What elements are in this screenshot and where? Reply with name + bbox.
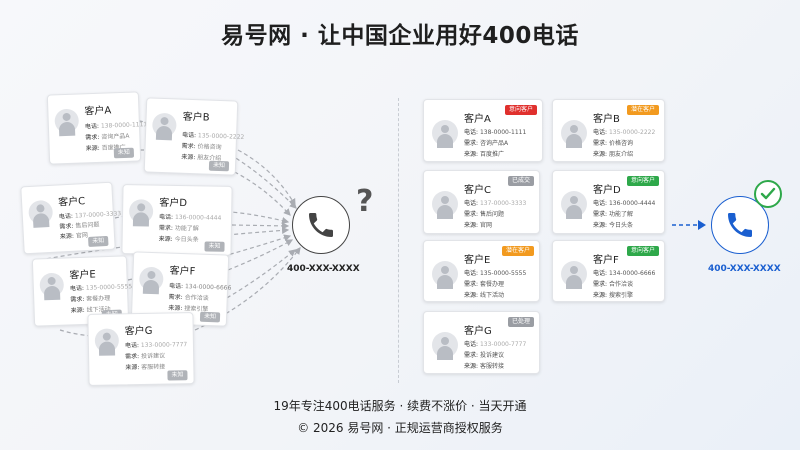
status-badge: 未知	[208, 160, 230, 172]
avatar-icon	[432, 261, 458, 289]
phone-number-left: 400-XXX-XXXX	[287, 264, 360, 274]
status-badge: 未知	[88, 235, 109, 247]
customer-name: 客户A	[84, 105, 112, 118]
status-badge: 意向客户	[504, 105, 537, 115]
customer-name: 客户F	[593, 255, 619, 266]
arrow-extra-3	[39, 226, 290, 261]
avatar-icon	[561, 261, 587, 289]
customer-name: 客户C	[57, 196, 86, 209]
check-icon	[754, 180, 782, 208]
customer-name: 客户B	[593, 114, 620, 125]
avatar-icon	[432, 191, 458, 219]
right-card-c: 客户C 电话: 137-0000-3333 需求: 售后问题 来源: 官网 已成…	[423, 170, 540, 234]
right-card-g: 客户G 电话: 133-0000-7777 需求: 投诉建议 来源: 客服转接 …	[423, 311, 540, 374]
arrow-b	[237, 149, 296, 207]
customer-name: 客户E	[464, 255, 491, 266]
customer-name: 客户G	[124, 325, 153, 338]
left-card-d: 客户D 电话: 136-0000-4444 需求: 功能了解 来源: 今日头条 …	[121, 184, 233, 256]
footer-tagline: 19年专注400电话服务 · 续费不涨价 · 当天开通	[273, 399, 527, 413]
avatar-icon	[432, 332, 458, 360]
avatar-icon	[561, 120, 587, 148]
status-badge: 潜在客户	[501, 246, 534, 256]
customer-name: 客户G	[464, 326, 492, 337]
status-badge: 未知	[199, 311, 221, 323]
phone-number-right: 400-XXX-XXXX	[708, 264, 781, 274]
arrow-right-icon	[672, 220, 706, 230]
center-divider	[398, 98, 399, 383]
customer-name: 客户E	[69, 269, 96, 282]
status-badge: 意向客户	[626, 176, 659, 186]
avatar-icon	[54, 108, 80, 134]
customer-name: 客户D	[593, 185, 621, 196]
left-card-g: 客户G 电话: 133-0000-7777 需求: 投诉建议 来源: 客服转接 …	[87, 312, 195, 386]
left-card-a: 客户A 电话: 138-0000-1111 需求: 咨询产品A 来源: 百度推广…	[46, 91, 147, 165]
arrow-e	[127, 234, 292, 281]
right-card-f: 客户F 电话: 134-0000-6666 需求: 合作洽谈 来源: 搜索引擎 …	[552, 240, 665, 302]
footer-copyright: © 2026 易号网 · 正规运营商授权服务	[297, 421, 503, 435]
avatar-icon	[128, 199, 154, 224]
customer-name: 客户F	[169, 265, 196, 278]
right-card-a: 客户A 电话: 138-0000-1111 需求: 咨询产品A 来源: 百度推广…	[423, 99, 543, 162]
phone-icon	[292, 196, 350, 254]
right-card-d: 客户D 电话: 136-0000-4444 需求: 功能了解 来源: 今日头条 …	[552, 170, 665, 234]
avatar-icon	[94, 328, 120, 353]
page-title: 易号网 · 让中国企业用好400电话	[221, 23, 579, 49]
avatar-icon	[39, 272, 65, 298]
avatar-icon	[561, 191, 587, 219]
status-badge: 已成交	[507, 176, 534, 186]
status-badge: 意向客户	[626, 246, 659, 256]
customer-name: 客户B	[182, 111, 210, 124]
arrow-d	[231, 222, 290, 230]
avatar-icon	[28, 199, 54, 226]
left-card-b: 客户B 电话: 135-0000-2222 需求: 价格咨询 来源: 朋友介绍 …	[143, 97, 244, 176]
customer-name: 客户D	[159, 197, 188, 210]
customer-name: 客户A	[464, 114, 491, 125]
status-badge: 潜在客户	[626, 105, 659, 115]
avatar-icon	[432, 120, 458, 148]
status-badge: 未知	[113, 147, 135, 159]
status-badge: 未知	[167, 370, 188, 381]
status-badge: 未知	[204, 241, 225, 252]
arrow-f	[227, 239, 294, 271]
status-badge: 已处理	[507, 317, 534, 327]
right-card-e: 客户E 电话: 135-0000-5555 需求: 套餐办理 来源: 线下活动 …	[423, 240, 540, 302]
avatar-icon	[138, 266, 164, 292]
avatar-icon	[151, 112, 177, 138]
customer-name: 客户C	[464, 185, 491, 196]
question-mark-icon: ?	[356, 184, 374, 219]
left-card-c: 客户C 电话: 137-0000-3333 需求: 售后问题 来源: 官网 未知	[20, 181, 121, 255]
right-card-b: 客户B 电话: 135-0000-2222 需求: 价格咨询 来源: 朋友介绍 …	[552, 99, 665, 162]
